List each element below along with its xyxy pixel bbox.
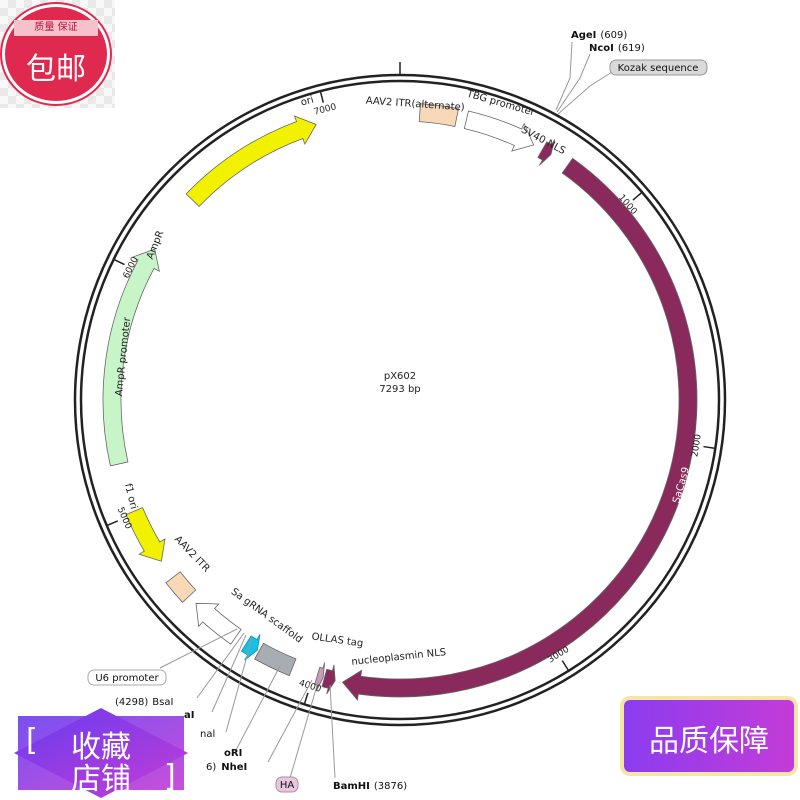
label-ollas-tag: OLLAS tag bbox=[311, 631, 364, 649]
tick-mark-7000 bbox=[319, 90, 325, 103]
backbone-inner-ring bbox=[79, 79, 721, 721]
feature-tbg-promoter[interactable] bbox=[463, 110, 535, 152]
quality-guarantee-text: 品质保障 bbox=[649, 724, 769, 759]
ha-badge-bg bbox=[275, 776, 299, 793]
shipping-badge: 质量 保证 包邮 bbox=[0, 0, 115, 108]
tick-mark-1000 bbox=[632, 191, 643, 201]
label-aav2-itr: AAV2 ITR bbox=[172, 534, 212, 575]
feature-aav2-itr[interactable] bbox=[165, 571, 197, 603]
label-ampr: AmpR bbox=[145, 229, 166, 261]
feature-nucleoplasmin-nls[interactable] bbox=[321, 664, 336, 695]
tick-mark-3000 bbox=[561, 660, 570, 672]
svg-text:[: [ bbox=[26, 723, 38, 758]
feature-sacas9[interactable] bbox=[341, 157, 698, 701]
favorite-store-badge-shape: [ ] bbox=[14, 708, 188, 798]
site-agei: AgeI(609) bbox=[571, 30, 627, 41]
site-nhei: 6)NheI bbox=[206, 762, 247, 773]
label-sa-grna-scaffold: Sa gRNA scaffold bbox=[229, 586, 305, 645]
tick-label-7000: 7000 bbox=[313, 102, 338, 117]
site-kozak: Kozak sequence bbox=[618, 63, 699, 74]
site-nal: nal bbox=[200, 729, 215, 740]
label-ori: ori bbox=[300, 95, 316, 109]
feature-u6-promoter[interactable] bbox=[195, 602, 242, 645]
site-ncoi: NcoI(619) bbox=[589, 43, 645, 54]
site-leaders bbox=[159, 41, 613, 779]
tick-mark-6000 bbox=[113, 258, 125, 266]
feature-sv40-nls[interactable] bbox=[537, 139, 556, 166]
feature-f1-ori[interactable] bbox=[125, 507, 166, 562]
feature-ampr[interactable] bbox=[102, 248, 160, 467]
site-ha: HA bbox=[280, 780, 295, 791]
favorite-store-text-1: 收藏 bbox=[71, 730, 131, 765]
kozak-badge-bg bbox=[609, 59, 708, 76]
tick-mark-5000 bbox=[106, 520, 119, 527]
grna-target-marker[interactable] bbox=[240, 634, 261, 661]
label-aav2-itr-alt: AAV2 ITR(alternate) bbox=[365, 96, 465, 114]
tick-mark-2000 bbox=[703, 445, 716, 450]
shipping-badge-text: 包邮 bbox=[26, 52, 86, 87]
favorite-store-text-2: 店铺 bbox=[71, 762, 131, 797]
feature-aav2-itr-alternate[interactable] bbox=[418, 103, 459, 127]
site-u6: U6 promoter bbox=[95, 673, 159, 684]
site-bamhi: BamHI(3876) bbox=[333, 781, 407, 792]
feature-sa-grna-scaffold[interactable] bbox=[254, 642, 297, 677]
svg-text:]: ] bbox=[164, 759, 176, 794]
tick-label-2000: 2000 bbox=[690, 433, 703, 457]
feature-ori[interactable] bbox=[185, 115, 317, 207]
features-layer bbox=[102, 103, 698, 701]
label-nucleoplasmin-nls: nucleoplasmin NLS bbox=[351, 647, 447, 668]
tick-mark-4000 bbox=[303, 692, 309, 705]
site-ori: oRI bbox=[224, 748, 242, 759]
quality-guarantee-badge: 品质保障 bbox=[624, 700, 794, 772]
site-ai: aI bbox=[184, 710, 194, 721]
plasmid-name: pX602 bbox=[384, 371, 416, 382]
plasmid-size: 7293 bp bbox=[379, 384, 420, 395]
u6-badge-bg bbox=[87, 669, 167, 686]
backbone-outer-ring bbox=[73, 73, 727, 727]
site-bsai: (4298)BsaI bbox=[115, 697, 173, 708]
favorite-store-badge[interactable]: [ ] 收藏 店铺 bbox=[12, 706, 190, 800]
shipping-badge-ribbon: 质量 保证 bbox=[14, 20, 98, 36]
